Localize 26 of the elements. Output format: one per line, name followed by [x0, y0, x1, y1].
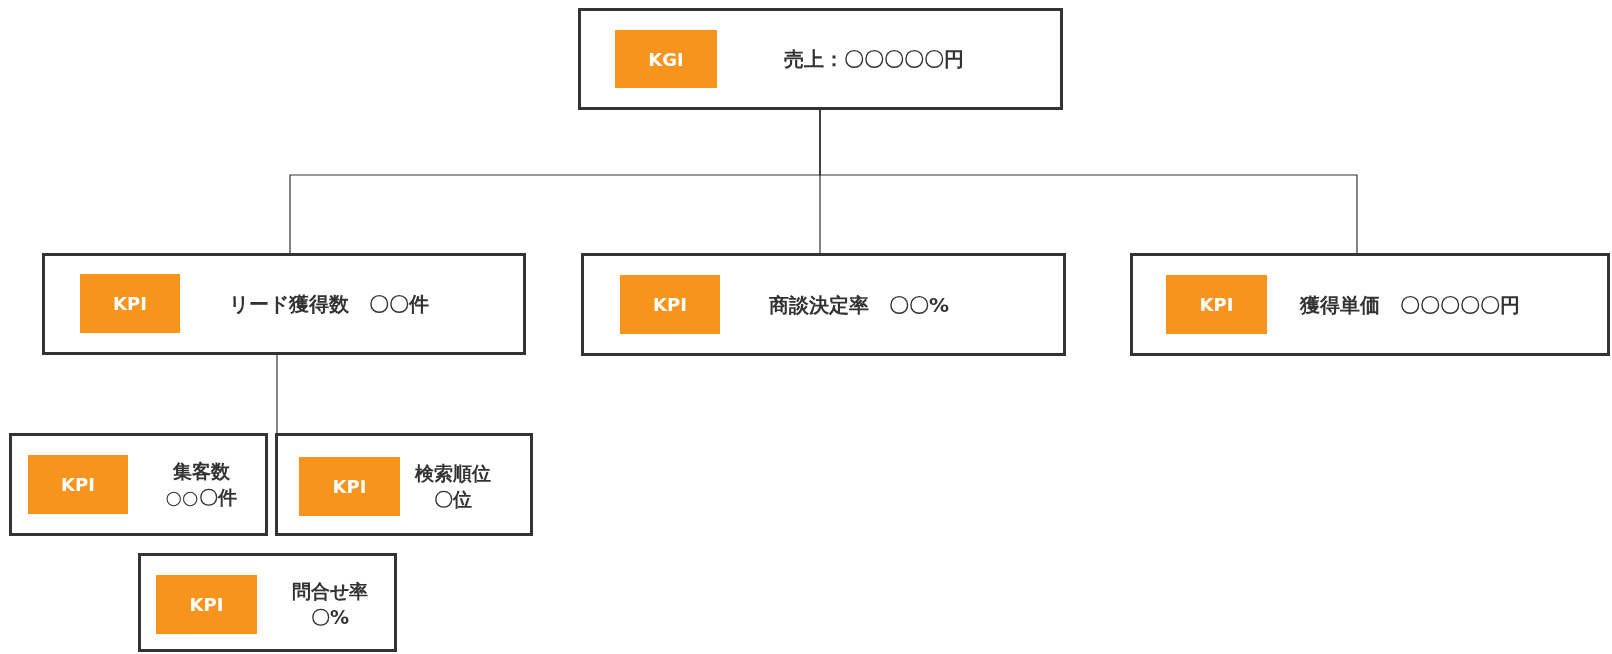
kpi-badge: KPI	[156, 575, 257, 634]
indicator-box	[138, 553, 397, 652]
indicator-text: 〇%	[309, 604, 350, 630]
indicator-box	[1130, 253, 1610, 356]
indicator-text: 売上：〇〇〇〇〇円	[784, 45, 965, 73]
kpi-badge: KGI	[615, 30, 717, 88]
kpi-badge: KPI	[620, 275, 720, 334]
kpi-badge: KPI	[1166, 275, 1267, 334]
indicator-box	[42, 253, 526, 355]
connector-line	[819, 109, 1358, 254]
indicator-text: 検索順位	[413, 460, 492, 486]
kpi-badge: KPI	[80, 274, 180, 333]
indicator-box	[9, 433, 268, 536]
indicator-text: 問合せ率	[291, 578, 369, 604]
kpi-badge: KPI	[28, 455, 128, 514]
indicator-text: ○○〇件	[164, 484, 238, 510]
indicator-text: 商談決定率 〇〇%	[769, 291, 951, 318]
indicator-text: 獲得単価 〇〇〇〇〇円	[1300, 291, 1521, 318]
indicator-text: リード獲得数 〇〇件	[229, 290, 430, 317]
indicator-box	[275, 433, 533, 536]
indicator-box	[578, 8, 1063, 110]
indicator-text: 〇位	[433, 486, 473, 512]
indicator-box	[581, 253, 1066, 356]
connector-line	[276, 354, 278, 434]
kpi-badge: KPI	[299, 457, 400, 516]
indicator-text: 集客数	[171, 458, 231, 484]
